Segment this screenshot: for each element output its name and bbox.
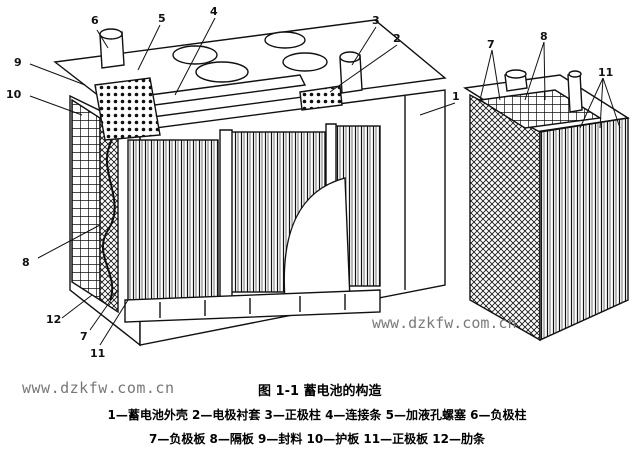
separator-sheet xyxy=(283,177,351,301)
base-ribs xyxy=(124,289,381,323)
small-case-left xyxy=(469,93,541,342)
leader-lines xyxy=(29,17,621,346)
terminal-bushing xyxy=(299,85,343,111)
callout-10: 10 xyxy=(6,88,22,101)
sealing-compound xyxy=(94,77,161,141)
vent-cap xyxy=(264,31,306,49)
callout-11: 11 xyxy=(90,347,105,360)
callout-right-11: 11 xyxy=(598,66,613,79)
callout-3: 3 xyxy=(372,14,380,27)
legend-line-2: 7—负极板 8—隔板 9—封料 10—护板 11—正极板 12—肋条 xyxy=(148,432,486,446)
callout-5: 5 xyxy=(158,12,166,25)
callout-1: 1 xyxy=(452,90,460,103)
figure-caption: www.dzkfw.com.cn 图 1-1 蓄电池的构造 1—蓄电池外壳 2—… xyxy=(0,370,634,457)
callout-8: 8 xyxy=(22,256,30,269)
callout-labels: 6 5 4 3 2 1 9 10 8 12 7 11 7 8 11 xyxy=(6,5,613,360)
vent-cap xyxy=(282,52,328,72)
wavy-separator xyxy=(102,139,116,301)
callout-6: 6 xyxy=(91,14,99,27)
watermark-top: www.dzkfw.com.cn xyxy=(372,314,517,332)
vent-cap xyxy=(172,45,218,65)
plate-bank-1 xyxy=(127,139,219,301)
main-battery-cutaway xyxy=(53,19,447,347)
callout-9: 9 xyxy=(14,56,22,69)
figure-title: 图 1-1 蓄电池的构造 xyxy=(258,384,382,399)
cell-wall xyxy=(219,129,233,306)
callout-right-8: 8 xyxy=(540,30,548,43)
callout-12: 12 xyxy=(46,313,61,326)
legend-line-1: 1—蓄电池外壳 2—电极衬套 3—正极柱 4—连接条 5—加液孔螺塞 6—负极柱 xyxy=(107,408,527,422)
protective-layer xyxy=(71,98,101,302)
vent-cap xyxy=(195,61,249,83)
small-case-right xyxy=(539,117,629,342)
small-battery-view xyxy=(462,69,630,342)
callout-2: 2 xyxy=(393,32,401,45)
callout-4: 4 xyxy=(210,5,218,18)
small-positive-post xyxy=(567,72,583,113)
callout-7: 7 xyxy=(80,330,88,343)
callout-right-7: 7 xyxy=(487,38,495,51)
watermark-bottom: www.dzkfw.com.cn xyxy=(22,379,175,397)
